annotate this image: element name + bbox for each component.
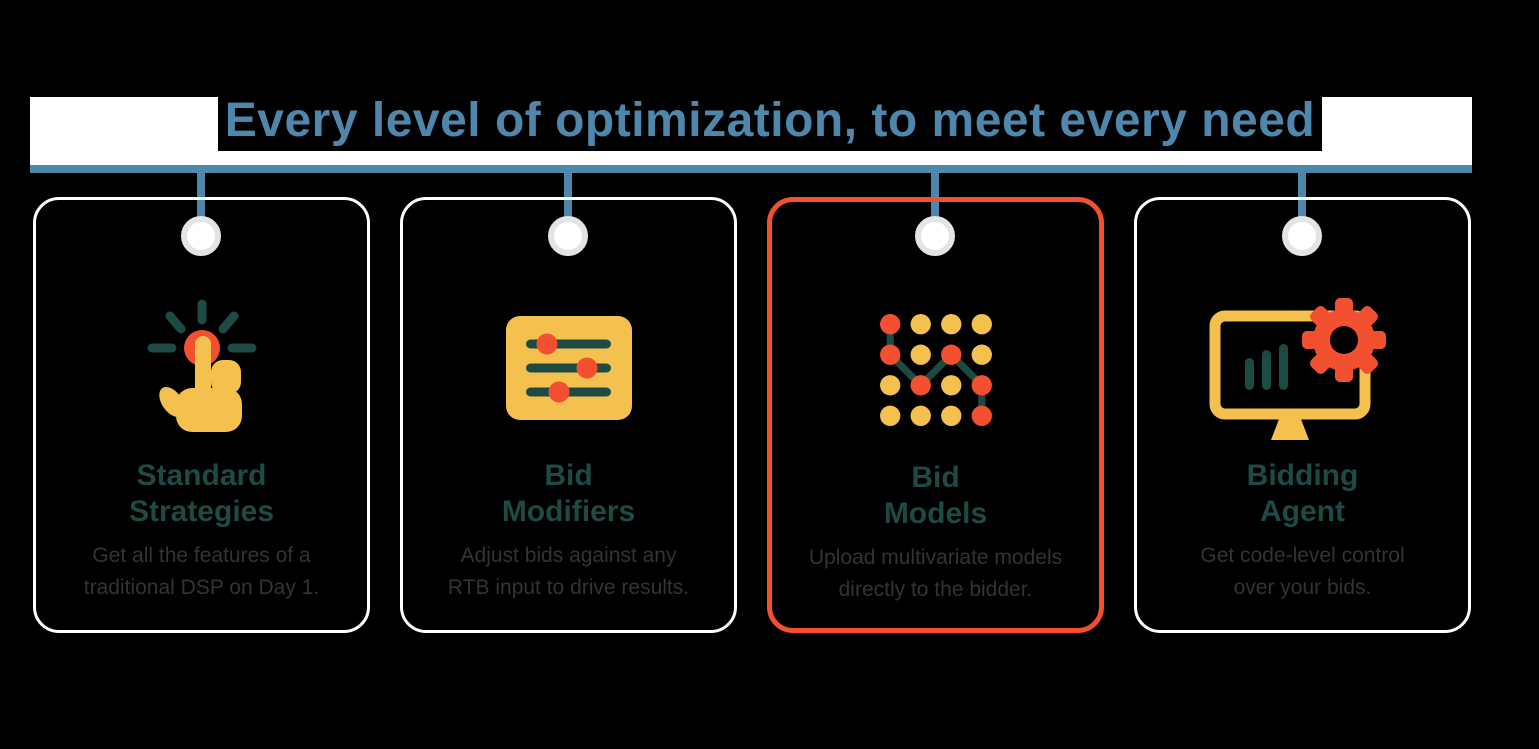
card-bid-models: Bid Models Upload multivariate models di… [767,197,1104,633]
card-body: Upload multivariate models directly to t… [808,546,1063,601]
title-banner-left-wing [30,97,218,165]
card-bid-modifiers: Bid Modifiers Adjust bids against any RT… [400,197,737,633]
card-bidding-agent: Bidding Agent Get code-level control ove… [1134,197,1471,633]
card-body: Get all the features of a traditional DS… [83,544,320,599]
card-body: Adjust bids against any RTB input to dri… [447,544,690,599]
title-banner-strip [218,151,1322,165]
title-banner-right-wing [1322,97,1472,165]
pin-circle [548,216,588,256]
pin-circle [1282,216,1322,256]
monitor-gear-icon [1137,292,1468,444]
card-heading: Bid Models [883,461,988,530]
pin-circle [181,216,221,256]
card-body: Get code-level control over your bids. [1200,544,1405,599]
card-heading: Bid Modifiers [501,459,636,528]
timeline-rule [30,165,1472,173]
pin-circle [915,216,955,256]
card-standard-strategies: Standard Strategies Get all the features… [33,197,370,633]
page-title: Every level of optimization, to meet eve… [224,94,1316,147]
card-heading: Standard Strategies [128,459,275,528]
sliders-icon [403,292,734,444]
card-heading: Bidding Agent [1246,459,1359,528]
click-hand-icon [36,292,367,444]
dot-grid-icon [772,294,1099,446]
